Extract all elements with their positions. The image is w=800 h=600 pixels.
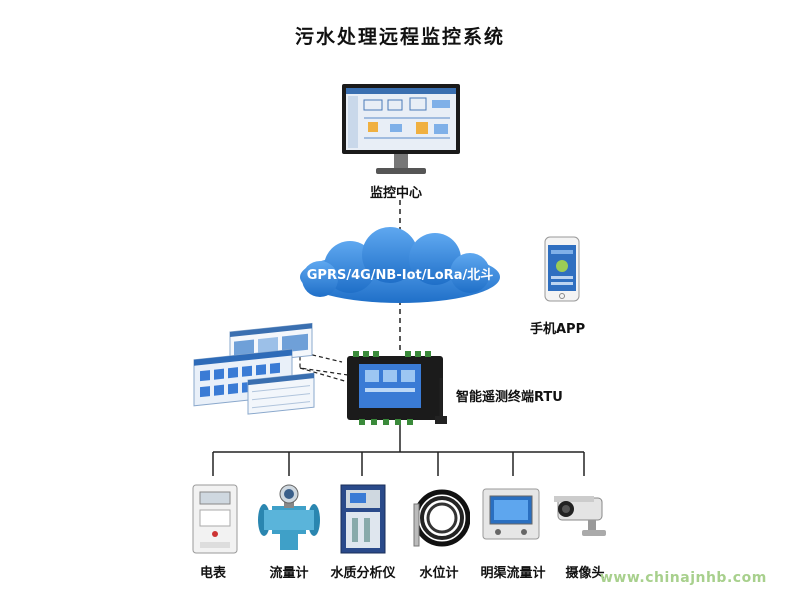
flow-meter-icon [258, 484, 320, 550]
software-screens-icon [193, 322, 315, 415]
rtu-device-icon [347, 351, 447, 425]
water-level-sensor-icon [413, 489, 470, 547]
phone-icon [544, 236, 580, 302]
link-rtu-screens [299, 351, 349, 376]
app-label: 手机APP [530, 322, 586, 337]
device-label: 水质分析仪 [330, 566, 396, 581]
monitor-icon [342, 84, 460, 174]
center-label: 监控中心 [370, 186, 423, 201]
device-label: 水位计 [419, 566, 459, 581]
camera-icon [554, 496, 606, 536]
diagram-title: 污水处理远程监控系统 [294, 26, 505, 48]
water-quality-analyzer-icon [340, 484, 386, 554]
rtu-label: 智能遥测终端RTU [456, 390, 563, 405]
device-label: 流量计 [269, 566, 309, 581]
electric-meter-icon [192, 484, 238, 554]
device-label: 明渠流量计 [480, 566, 546, 581]
device-label: 电表 [199, 566, 226, 581]
device-label: 摄像头 [565, 566, 605, 581]
network-label: GPRS/4G/NB-Iot/LoRa/北斗 [306, 268, 494, 283]
cloud-icon [300, 227, 500, 303]
open-channel-flow-meter-icon [482, 488, 540, 540]
watermark-text: www.chinajnhb.com [600, 570, 767, 586]
